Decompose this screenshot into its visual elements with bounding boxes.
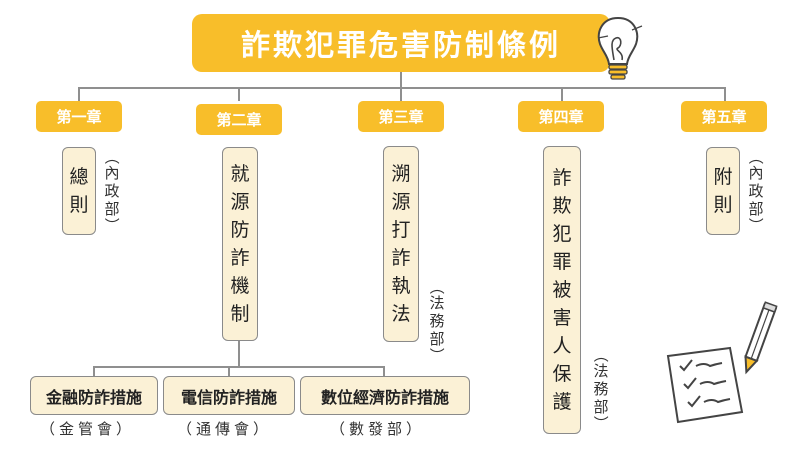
diagram-title: 詐欺犯罪危害防制條例: [192, 14, 610, 72]
chapter-3-content: 溯源打詐執法: [383, 146, 419, 342]
chapter-4-content: 詐欺犯罪被害人保護: [543, 146, 581, 434]
chapter-3-header: 第三章: [358, 101, 444, 132]
chapter-1-header: 第一章: [36, 101, 122, 132]
chapter-3-text: 溯源打詐執法: [391, 163, 411, 325]
connector-ch2: [238, 87, 240, 101]
telecom-measure-agency: （通傳會）: [177, 420, 273, 438]
connector-chapters-bar: [78, 87, 726, 89]
connector-m1: [93, 366, 95, 378]
connector-ch1: [78, 87, 80, 101]
connector-ch4: [561, 87, 563, 101]
chapter-1-agency: （內政部）: [102, 149, 121, 233]
chapter-2-header: 第二章: [196, 104, 282, 135]
connector-ch2-down: [238, 340, 240, 367]
chapter-4-agency: （法務部）: [591, 347, 610, 431]
telecom-measure-box: 電信防詐措施: [163, 376, 295, 415]
pencil-icon: [744, 301, 778, 375]
connector-title-down: [400, 72, 402, 88]
chapter-5-header: 第五章: [681, 101, 767, 132]
connector-m3: [383, 366, 385, 378]
light-bulb-icon: [597, 16, 643, 80]
financial-measure-box: 金融防詐措施: [30, 376, 158, 415]
connector-ch3: [400, 87, 402, 101]
chapter-4-header: 第四章: [518, 101, 604, 132]
chapter-1-content: 總則: [62, 147, 96, 235]
chapter-5-text: 附則: [713, 166, 733, 216]
connector-m2: [228, 366, 230, 378]
chapter-2-content: 就源防詐機制: [222, 147, 258, 341]
chapter-4-text: 詐欺犯罪被害人保護: [552, 167, 572, 413]
chapter-1-text: 總則: [69, 166, 89, 216]
chapter-3-agency: （法務部）: [427, 279, 446, 363]
digital-measure-agency: （數發部）: [330, 420, 426, 438]
connector-ch5: [724, 87, 726, 101]
chapter-5-agency: （內政部）: [746, 149, 765, 233]
financial-measure-agency: （金管會）: [40, 420, 136, 438]
chapter-5-content: 附則: [706, 147, 740, 235]
chapter-2-text: 就源防詐機制: [230, 163, 250, 325]
digital-measure-box: 數位經濟防詐措施: [300, 376, 470, 415]
connector-measures-bar: [93, 366, 383, 368]
checklist-icon: [666, 346, 744, 424]
